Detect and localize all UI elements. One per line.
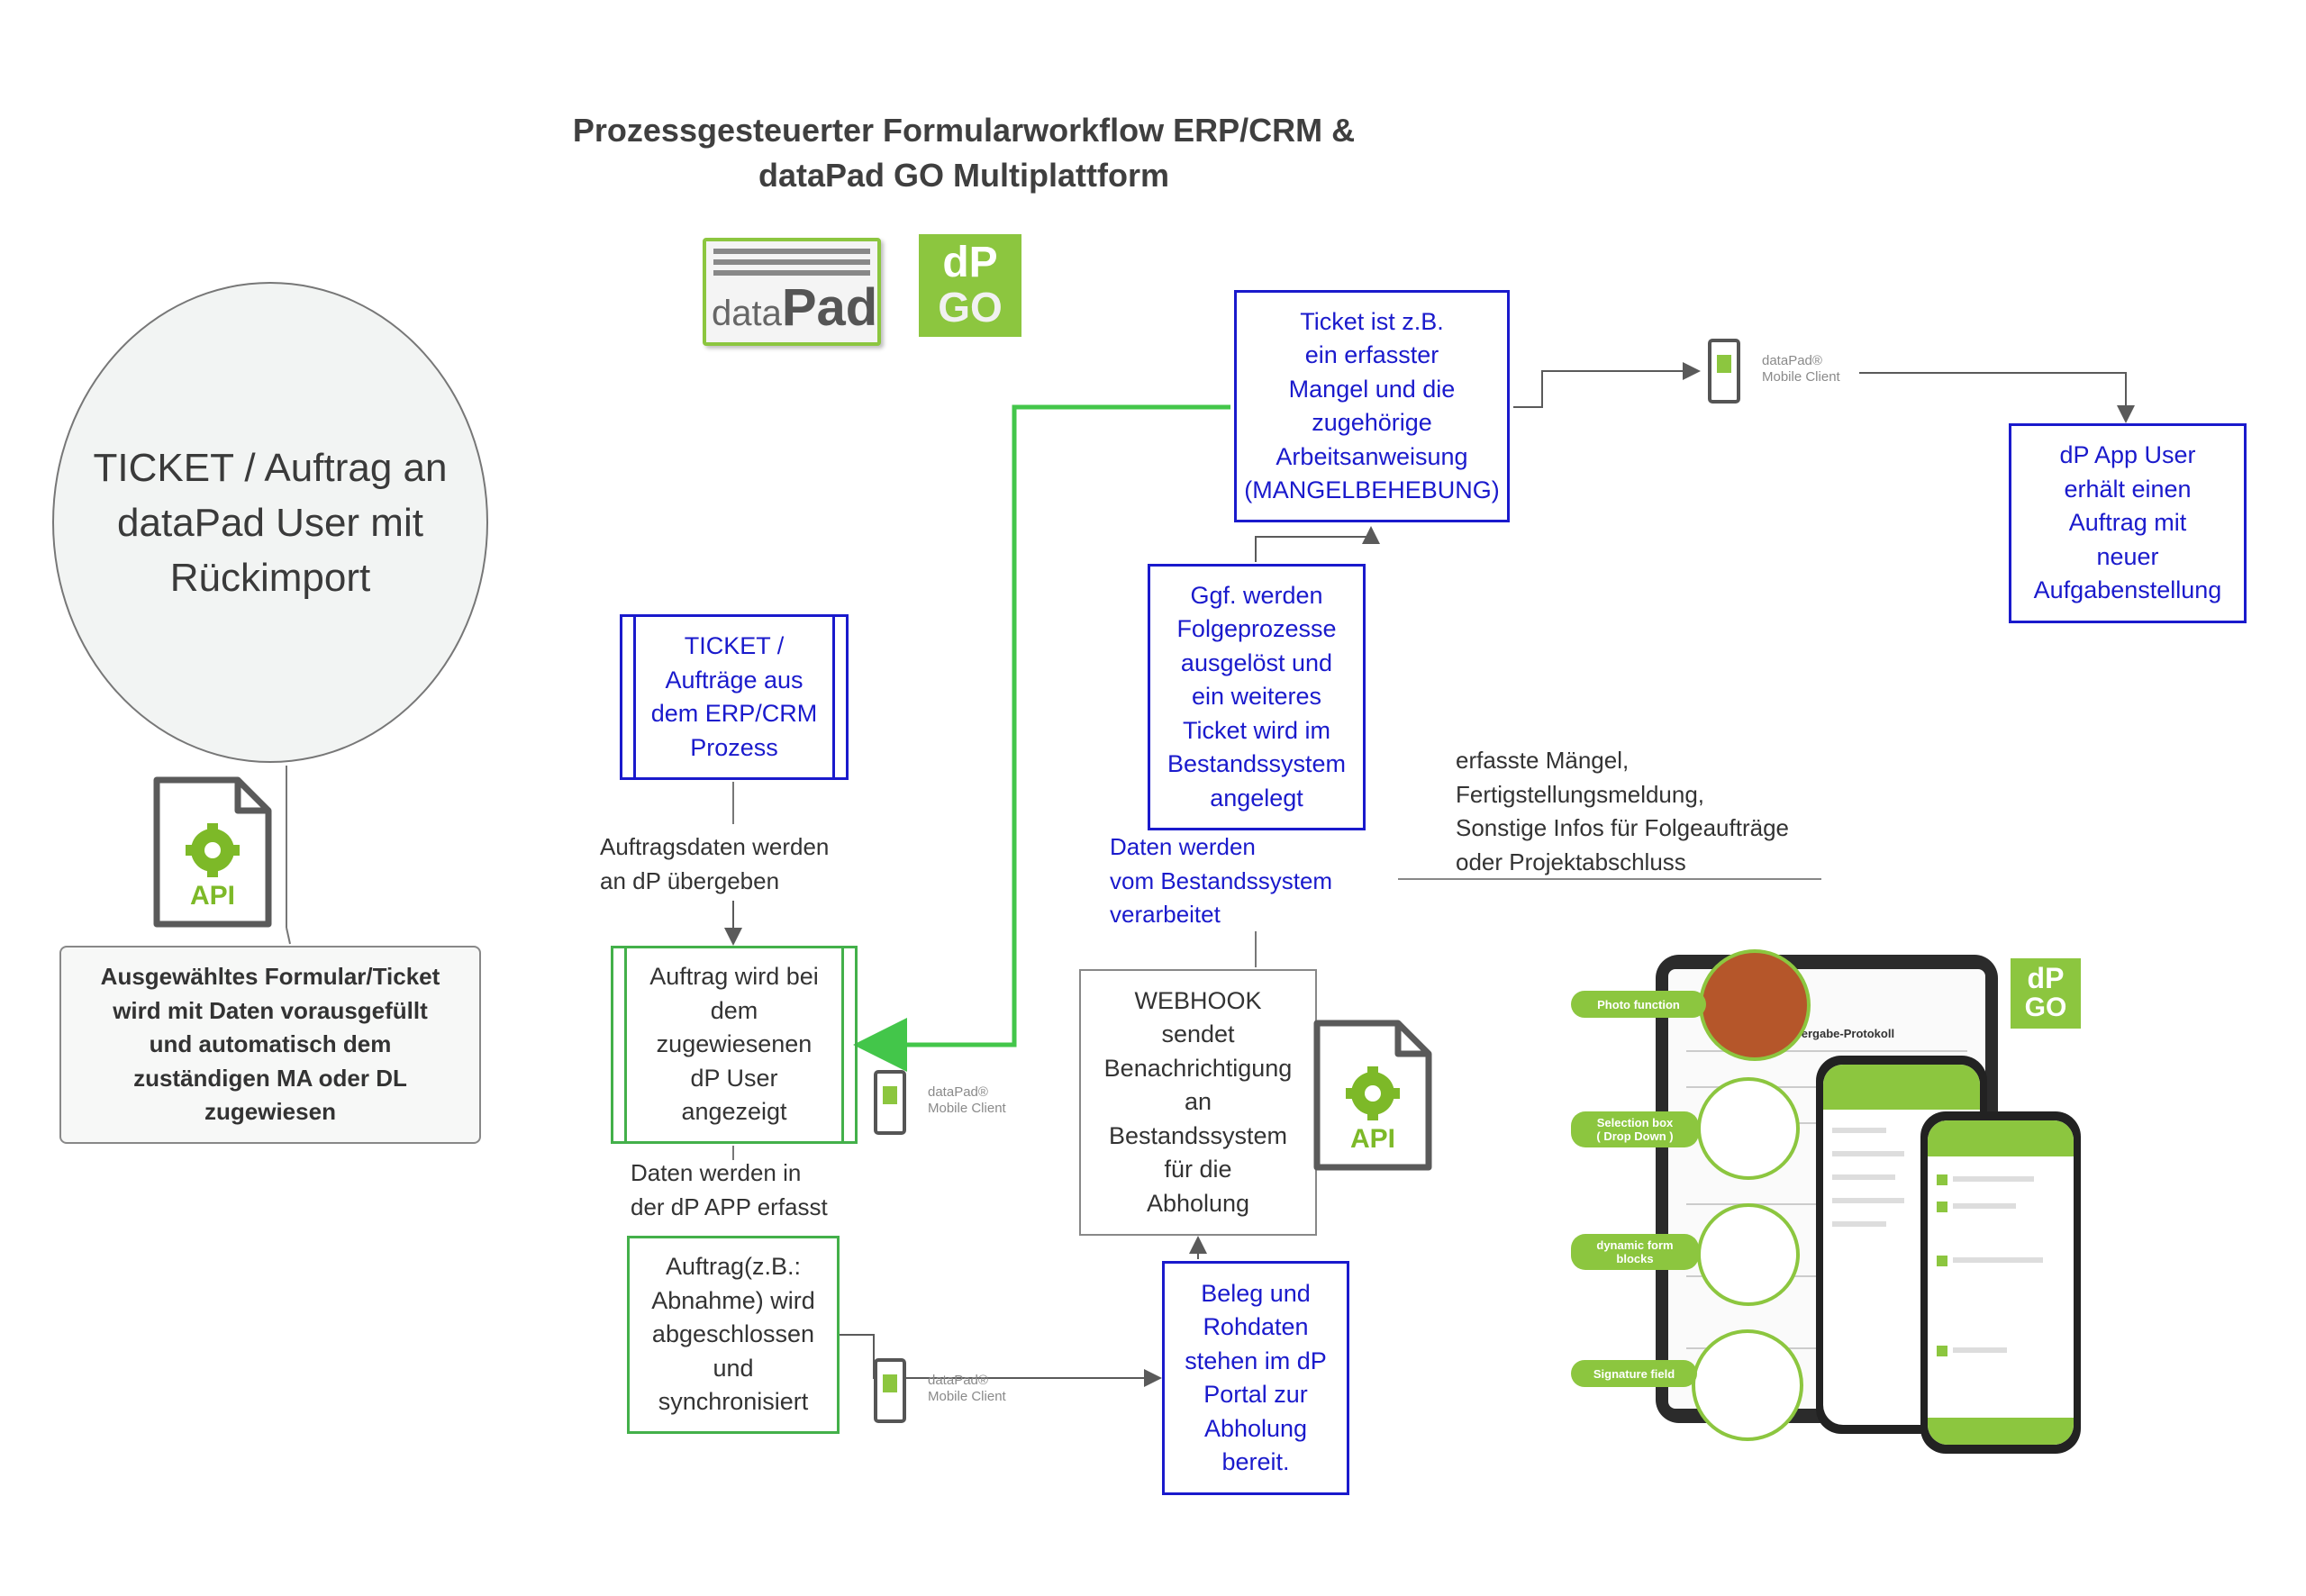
- dpgo-logo-top: dP: [942, 239, 998, 286]
- selection-magnifier: [1697, 1077, 1800, 1180]
- portal-box: Beleg und Rohdaten stehen im dP Portal z…: [1162, 1261, 1349, 1495]
- webhook-box: WEBHOOK sendet Benachrichtigung an Besta…: [1079, 969, 1317, 1236]
- phone-device-2: [1920, 1111, 2081, 1454]
- captured-info-text: erfasste Mängel, Fertigstellungsmeldung,…: [1456, 747, 1790, 875]
- mobile-client-label-3: dataPad® Mobile Client: [1762, 353, 1840, 385]
- captured-text: Daten werden in der dP APP erfasst: [631, 1159, 828, 1220]
- selection-callout: Selection box ( Drop Down ): [1571, 1111, 1699, 1147]
- api-document-icon-2: API: [1312, 1018, 1434, 1173]
- signature-magnifier: [1692, 1329, 1803, 1441]
- order-closed-box: Auftrag(z.B.: Abnahme) wird abgeschlosse…: [627, 1236, 840, 1434]
- title-line-1: Prozessgesteuerter Formularworkflow ERP/…: [572, 112, 1356, 149]
- assigned-form-box: Ausgewähltes Formular/Ticket wird mit Da…: [59, 946, 481, 1144]
- erp-crm-ticket-text: TICKET / Aufträge aus dem ERP/CRM Prozes…: [650, 632, 818, 761]
- erp-crm-ticket-box: TICKET / Aufträge aus dem ERP/CRM Prozes…: [620, 614, 849, 780]
- follow-process-box: Ggf. werden Folgeprozesse ausgelöst und …: [1148, 564, 1366, 830]
- app-user-box: dP App User erhält einen Auftrag mit neu…: [2009, 423, 2247, 623]
- dpgo-logo: dP GO: [919, 234, 1021, 337]
- mobile-client-icon-2: dataPad® Mobile Client: [872, 1358, 1016, 1427]
- signature-callout: Signature field: [1571, 1360, 1697, 1387]
- logo-text-pad: Pad: [781, 278, 878, 337]
- api-label-2: API: [1349, 1124, 1395, 1154]
- ticket-defect-box: Ticket ist z.B. ein erfasster Mangel und…: [1234, 290, 1510, 522]
- title-line-2: dataPad GO Multiplattform: [758, 157, 1169, 194]
- api-label: API: [189, 881, 235, 911]
- datapad-logo: dataPad: [703, 238, 881, 346]
- dpgo-badge-top: dP: [2027, 962, 2065, 994]
- dpgo-badge: dP GO: [2011, 958, 2081, 1029]
- processed-text: Daten werden vom Bestandssystem verarbei…: [1110, 833, 1333, 928]
- dynamic-magnifier: [1697, 1203, 1800, 1306]
- dpgo-badge-bottom: GO: [2024, 993, 2067, 1022]
- photo-callout: Photo function: [1571, 991, 1706, 1018]
- mobile-client-label-2: dataPad® Mobile Client: [928, 1373, 1006, 1404]
- page-title: Prozessgesteuerter Formularworkflow ERP/…: [504, 108, 1423, 198]
- assigned-user-text: Auftrag wird bei dem zugewiesenen dP Use…: [649, 963, 819, 1126]
- transfer-text: Auftragsdaten werden an dP übergeben: [600, 833, 830, 894]
- devices-illustration: ...ungsübergabe-Protokoll: [1571, 949, 2084, 1457]
- mobile-client-icon-1: dataPad® Mobile Client: [872, 1070, 1016, 1138]
- dynamic-callout: dynamic form blocks: [1571, 1234, 1699, 1270]
- assigned-user-box: Auftrag wird bei dem zugewiesenen dP Use…: [611, 946, 858, 1144]
- photo-magnifier: [1699, 949, 1811, 1061]
- dpgo-logo-bottom: GO: [938, 284, 1003, 331]
- api-document-icon: API: [151, 775, 274, 929]
- mobile-client-icon-3: dataPad® Mobile Client: [1706, 339, 1859, 407]
- mobile-client-label-1: dataPad® Mobile Client: [928, 1084, 1006, 1116]
- logo-text-data: data: [712, 294, 782, 333]
- ticket-circle: TICKET / Auftrag an dataPad User mit Rüc…: [52, 282, 488, 763]
